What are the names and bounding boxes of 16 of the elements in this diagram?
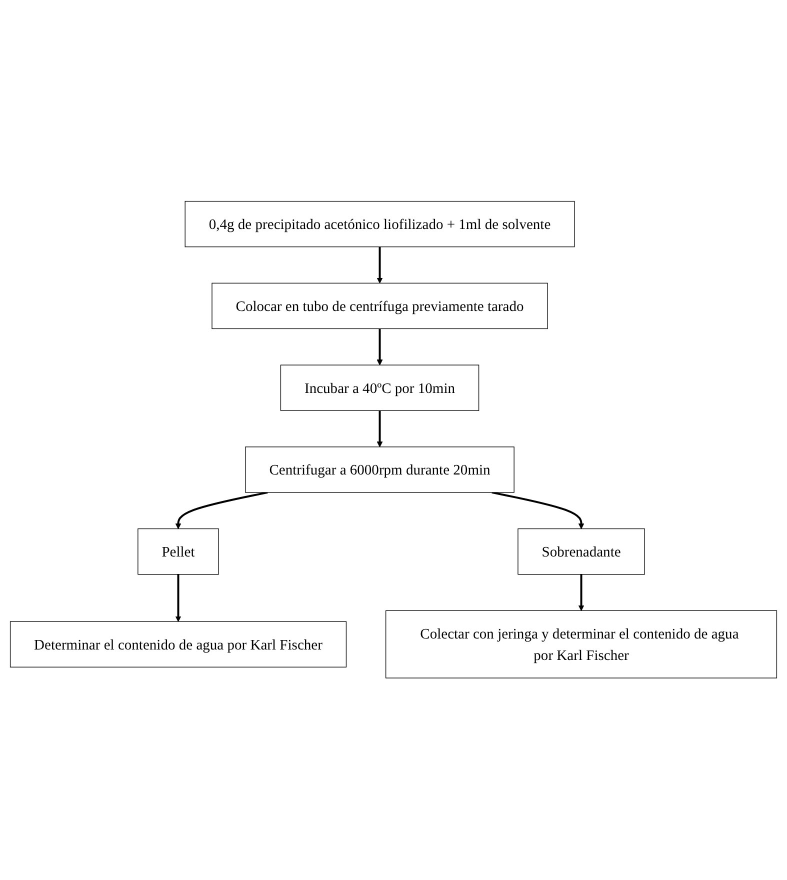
node-box [10, 622, 347, 668]
node-box [245, 446, 514, 494]
node-box [212, 283, 548, 330]
node-box [518, 528, 645, 576]
arrow [175, 574, 182, 622]
arrow [578, 574, 584, 612]
arrow [175, 492, 268, 530]
arrow [492, 492, 584, 530]
arrow [376, 329, 383, 366]
node-box [386, 610, 778, 679]
arrow [376, 247, 383, 284]
flowchart: 0,4g de precipitado acetónico liofilizado + 1ml de solvente Colocar en tubo de centrífuga previamente tarado Incubar a 40ºC por 10min Centrifugar a 6000rpm durante 20min Pellet Sobrenadante Determinar el contenido de agua por Karl Fischer Colectar con jeringa y determinar el contenido de agua por Karl Fischer [5, 196, 782, 684]
node-box [138, 528, 219, 576]
node-box [184, 201, 575, 248]
arrow [376, 410, 383, 448]
node-box [280, 365, 480, 412]
